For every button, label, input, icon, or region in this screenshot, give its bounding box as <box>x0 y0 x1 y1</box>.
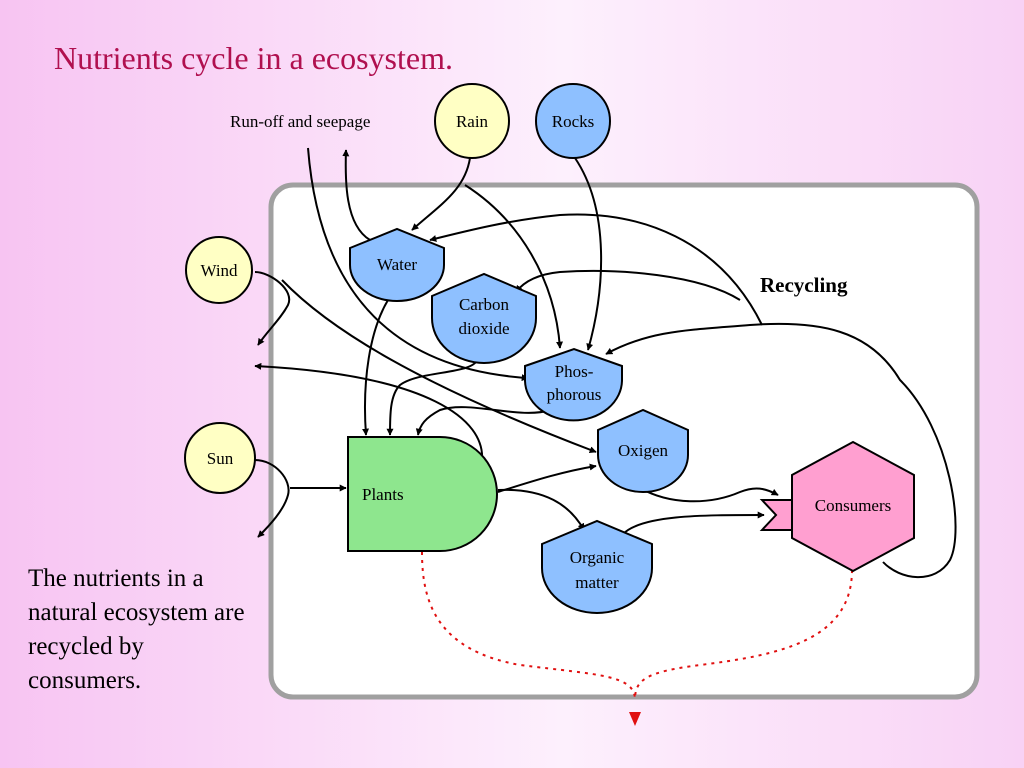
organic-matter-node: Organic matter <box>541 519 653 614</box>
slide-caption: The nutrients in a natural ecosystem are… <box>28 565 245 694</box>
edge-oxigen-consumers <box>639 487 779 503</box>
plants-loss-arrow <box>421 551 636 701</box>
water-label: Water <box>377 255 417 274</box>
edge-phosphorous-plants <box>415 406 551 436</box>
edge-plants-organic <box>497 488 585 531</box>
water-node: Water <box>349 227 445 302</box>
slide-title: Nutrients cycle in a ecosystem. <box>54 40 453 76</box>
plants-label: Plants <box>362 485 404 504</box>
runoff-label: Run-off and seepage <box>230 112 370 131</box>
edge-water-plants <box>362 299 389 436</box>
edge-rocks-phosphorous <box>574 157 603 351</box>
edge-runoff-in <box>307 147 529 382</box>
edge-rain-water <box>411 157 471 231</box>
rain-node: Rain <box>434 83 510 159</box>
consumers-node: Consumers <box>759 440 915 573</box>
rain-label: Rain <box>456 112 489 131</box>
rocks-label: Rocks <box>552 112 595 131</box>
phosphorous-label-line2: phorous <box>547 385 602 404</box>
organic-matter-label-line2: matter <box>575 573 619 592</box>
edge-into-wind-area <box>254 362 484 461</box>
sun-node: Sun <box>184 422 256 494</box>
diagram-edges <box>254 147 957 579</box>
edge-water-runoff <box>342 149 371 241</box>
plants-node: Plants <box>347 436 498 552</box>
edge-wind-1 <box>254 271 291 346</box>
edge-organic-consumers <box>621 511 765 536</box>
recycling-label: Recycling <box>760 273 848 297</box>
phosphorous-node: Phos- phorous <box>524 347 623 422</box>
carbon-dioxide-label-line1: Carbon <box>459 295 510 314</box>
edge-wind-oxigen <box>281 279 597 454</box>
edge-plants-oxigen <box>497 463 597 493</box>
rocks-node: Rocks <box>535 83 611 159</box>
sun-label: Sun <box>207 449 234 468</box>
loss-arrowhead <box>629 712 641 726</box>
edge-co2-plants <box>386 357 479 436</box>
organic-matter-label-line1: Organic <box>570 548 625 567</box>
oxigen-label: Oxigen <box>618 441 669 460</box>
oxigen-node: Oxigen <box>597 408 689 493</box>
wind-label: Wind <box>200 261 238 280</box>
edge-rain-phosphorous <box>464 184 564 349</box>
carbon-dioxide-label-line2: dioxide <box>459 319 510 338</box>
edge-consumers-recycle <box>605 322 957 579</box>
edge-sun-out <box>254 459 290 538</box>
consumers-label: Consumers <box>815 496 892 515</box>
wind-node: Wind <box>185 236 253 304</box>
carbon-dioxide-node: Carbon dioxide <box>431 272 537 364</box>
edge-recycle-water <box>429 213 763 326</box>
edge-recycle-co2 <box>515 269 741 301</box>
phosphorous-label-line1: Phos- <box>555 362 594 381</box>
